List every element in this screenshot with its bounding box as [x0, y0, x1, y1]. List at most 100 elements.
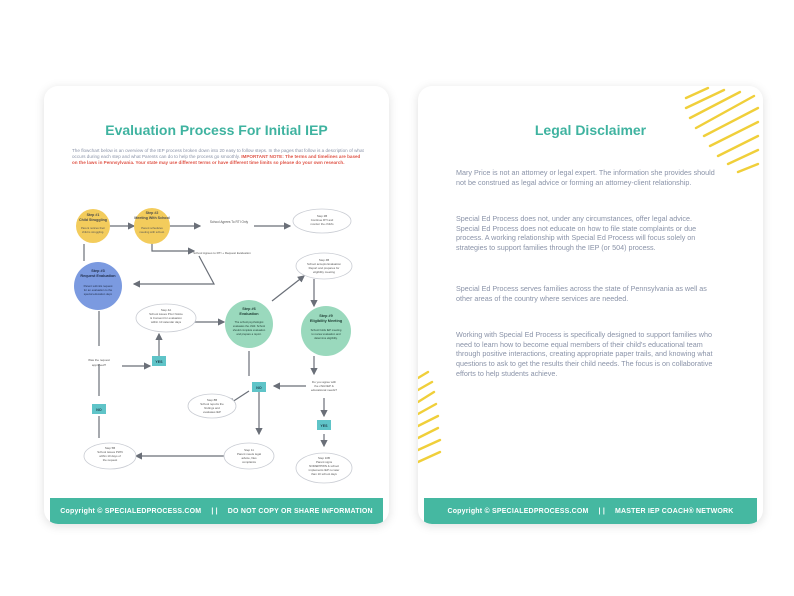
- step6-node: Step #6 Evaluation The school psychologi…: [225, 300, 273, 348]
- step6-subtitle: Evaluation: [239, 312, 259, 316]
- svg-text:Parent submits request: Parent submits request: [84, 284, 113, 288]
- step2b-node: Step 2B Continue RTI and monitor the chi…: [292, 208, 352, 234]
- important-note: IMPORTANT NOTE: The terms and timelines …: [72, 154, 361, 165]
- step8b-node: Step 8B School reports the findings and …: [187, 393, 237, 419]
- svg-text:The school psychologist: The school psychologist: [235, 320, 264, 324]
- svg-text:the request: the request: [103, 458, 118, 462]
- disclaimer-paragraph: Mary Price is not an attorney or legal e…: [456, 168, 715, 187]
- no-box: NO: [92, 404, 106, 414]
- question-agree: Do you agree with the child IEP & educat…: [311, 380, 337, 392]
- no-box-middle: NO: [252, 382, 266, 392]
- svg-text:implements IEP no later: implements IEP no later: [309, 468, 340, 472]
- step3-node: Step #3 Request Evaluation Parent submit…: [74, 262, 122, 310]
- yes-box: YES: [152, 356, 166, 366]
- page-title: Legal Disclaimer: [534, 122, 647, 138]
- svg-text:School issues PWN: School issues PWN: [97, 450, 122, 454]
- svg-text:meeting with school.: meeting with school.: [139, 230, 165, 234]
- disclaimer-paragraph: Special Ed Process serves families acros…: [456, 284, 707, 303]
- svg-text:special education dept.: special education dept.: [84, 292, 113, 296]
- footer-notice: MASTER IEP COACH® NETWORK: [615, 507, 734, 515]
- svg-text:Step 5B: Step 5B: [105, 446, 115, 450]
- step1-subtitle: Child Struggling: [79, 218, 107, 222]
- yes-box-right: YES: [317, 420, 331, 430]
- footer-copyright: Copyright © SPECIALEDPROCESS.COM: [60, 507, 202, 515]
- svg-text:Step 8B: Step 8B: [207, 398, 217, 402]
- page-footer: Copyright © SPECIALEDPROCESS.COM | | MAS…: [424, 498, 757, 524]
- scribble-decoration: [418, 86, 760, 464]
- svg-text:Step 2B: Step 2B: [317, 214, 327, 218]
- step4a-node: Step 4A School issues Prior Notice & Con…: [135, 303, 197, 333]
- step3-subtitle: Request Evaluation: [80, 274, 116, 278]
- svg-text:NO: NO: [96, 408, 102, 412]
- disclaimer-paragraph: Working with Special Ed Process is speci…: [456, 330, 713, 378]
- svg-text:approved?: approved?: [92, 363, 107, 367]
- step1-node: Step #1 Child Struggling Parent notices …: [76, 209, 110, 243]
- svg-text:Was the request: Was the request: [88, 358, 110, 362]
- svg-text:YES: YES: [320, 424, 328, 428]
- svg-text:Step 4A: Step 4A: [161, 308, 171, 312]
- svg-text:Report and prepares for: Report and prepares for: [309, 266, 340, 270]
- step2-subtitle: Meeting With School: [134, 216, 169, 220]
- svg-text:advice, files: advice, files: [241, 456, 257, 460]
- svg-text:educational needs?: educational needs?: [311, 388, 337, 392]
- svg-text:Do you agree with: Do you agree with: [312, 380, 337, 384]
- step9-subtitle: Eligibility Meeting: [310, 319, 343, 323]
- svg-text:NOREP/PWN & school: NOREP/PWN & school: [309, 464, 339, 468]
- svg-text:than 10 school days: than 10 school days: [311, 472, 337, 476]
- svg-text:Continue RTI and: Continue RTI and: [311, 218, 334, 222]
- svg-text:Step 11: Step 11: [244, 448, 254, 452]
- svg-text:within 10 days of: within 10 days of: [99, 454, 121, 458]
- svg-text:to review evaluation and: to review evaluation and: [312, 332, 341, 336]
- svg-text:& Consent for evaluation: & Consent for evaluation: [150, 316, 182, 320]
- flowchart: Step #1 Child Struggling Parent notices …: [74, 208, 353, 484]
- step1-desc: Parent notices their: [81, 226, 105, 230]
- svg-text:YES: YES: [155, 360, 163, 364]
- step11-node: Step 11 Parent meets legal advice, files…: [223, 442, 275, 470]
- step2-node: Step #2 Meeting With School Parent sched…: [134, 208, 170, 244]
- svg-text:monitor the child's: monitor the child's: [310, 222, 334, 226]
- svg-text:Step 4B: Step 4B: [319, 258, 329, 262]
- svg-text:eligibility meeting: eligibility meeting: [313, 270, 335, 274]
- svg-text:the child IEP &: the child IEP &: [314, 384, 334, 388]
- svg-text:School reports the: School reports the: [200, 402, 224, 406]
- agree-eval-label: School Agrees to RTI + Request Evaluatio…: [193, 251, 251, 255]
- step9-title: Step #9: [319, 314, 333, 318]
- connector: [151, 242, 196, 255]
- intro-text: The flowchart below is an overview of th…: [72, 148, 367, 166]
- svg-text:Step 10B: Step 10B: [318, 456, 330, 460]
- step6-title: Step #6: [242, 307, 256, 311]
- svg-text:complaints: complaints: [242, 460, 256, 464]
- svg-text:determine eligibility.: determine eligibility.: [314, 336, 338, 340]
- step3-title: Step #3: [91, 269, 105, 273]
- svg-text:evaluates the child. School: evaluates the child. School: [233, 324, 265, 328]
- svg-text:evaluates IEP: evaluates IEP: [203, 410, 221, 414]
- intro-body: The flowchart below is an overview of th…: [72, 148, 364, 159]
- svg-text:child is struggling.: child is struggling.: [82, 230, 104, 234]
- connector: [271, 275, 305, 302]
- footer-separator: | |: [211, 507, 218, 515]
- svg-text:should complete evaluation: should complete evaluation: [233, 328, 266, 332]
- flowchart-page: Evaluation Process For Initial IEP The f…: [44, 86, 389, 524]
- svg-text:and prepare a report.: and prepare a report.: [236, 332, 262, 336]
- svg-text:School accepts Evaluation: School accepts Evaluation: [307, 262, 341, 266]
- step2-title: Step #2: [146, 211, 159, 215]
- svg-text:for an evaluation to the: for an evaluation to the: [84, 288, 113, 292]
- footer-notice: DO NOT COPY OR SHARE INFORMATION: [227, 507, 373, 515]
- page-footer: Copyright © SPECIALEDPROCESS.COM | | DO …: [50, 498, 383, 524]
- footer-copyright: Copyright © SPECIALEDPROCESS.COM: [447, 507, 589, 515]
- footer-separator: | |: [598, 507, 605, 515]
- connector: [132, 255, 216, 288]
- step2-desc: Parent schedules: [141, 226, 163, 230]
- svg-text:NO: NO: [256, 386, 262, 390]
- agree-rti-label: School Agrees To RTI Only: [210, 220, 249, 224]
- svg-text:within 10 calendar days: within 10 calendar days: [151, 320, 182, 324]
- disclaimer-paragraph: Special Ed Process does not, under any c…: [456, 214, 697, 253]
- svg-text:Parent signs: Parent signs: [316, 460, 333, 464]
- step9-node: Step #9 Eligibility Meeting School holds…: [301, 306, 351, 356]
- svg-text:School issues Prior Notice: School issues Prior Notice: [149, 312, 183, 316]
- step4b-node: Step 4B School accepts Evaluation Report…: [295, 252, 353, 280]
- svg-text:findings and: findings and: [204, 406, 220, 410]
- step5b-node: Step 5B School issues PWN within 10 days…: [83, 442, 137, 470]
- disclaimer-page: Legal Disclaimer Mary Price is not an at…: [418, 86, 763, 524]
- page-title: Evaluation Process For Initial IEP: [105, 122, 328, 138]
